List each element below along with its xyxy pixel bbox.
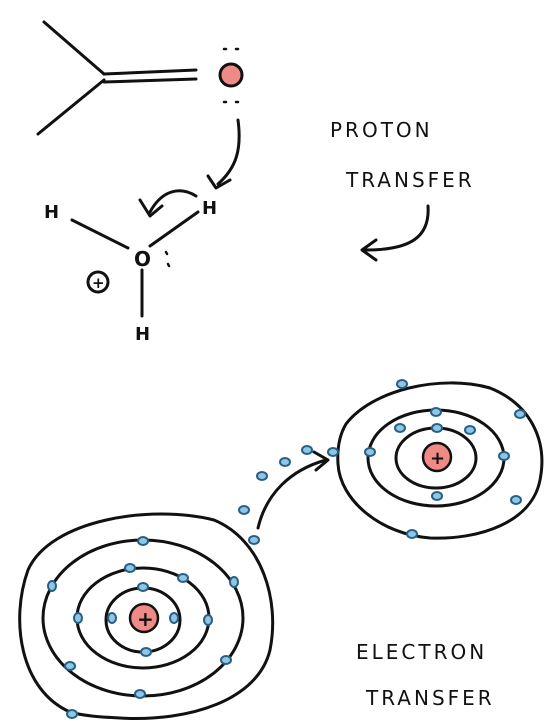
electron: [140, 647, 152, 657]
electron: [301, 445, 313, 455]
anion-lone-pair-atom: [218, 62, 244, 88]
arrowhead-anion-to-h: [206, 174, 232, 190]
large-atom-nucleus: [128, 602, 160, 634]
electron: [238, 505, 250, 515]
electron: [134, 689, 146, 699]
lone-pair-dots-oxygen: [164, 250, 171, 268]
bond-h-left-to-oxygen: [70, 218, 130, 250]
label-pointer-arrow: [364, 204, 430, 252]
electron: [229, 576, 239, 588]
positive-charge-circle: [86, 270, 110, 294]
electron: [137, 582, 149, 592]
electron: [279, 457, 291, 467]
curved-arrow-bond-to-oxygen: [148, 189, 198, 214]
alkene-bond-upper-left: [42, 20, 106, 76]
electron: [406, 529, 418, 539]
electron: [107, 612, 117, 624]
hydrogen-top-left-label: H: [44, 202, 59, 223]
electron-transfer-label-line2: TRANSFER: [366, 686, 495, 710]
alkene-double-bond-bottom: [102, 77, 198, 84]
large-atom-nucleus-charge: +: [137, 607, 154, 631]
electron: [510, 495, 522, 505]
electron-transfer-arrow: [256, 450, 330, 530]
electron: [124, 563, 136, 573]
electron: [177, 573, 189, 583]
electron: [73, 612, 83, 624]
electron: [66, 709, 78, 719]
electron: [396, 379, 408, 389]
electron: [430, 407, 442, 417]
small-atom-orbit-outer: [336, 381, 544, 540]
hydrogen-top-right-label: H: [202, 198, 217, 219]
electron: [464, 425, 476, 435]
large-atom-orbit-outer: [18, 512, 275, 720]
proton-transfer-section: [36, 20, 430, 318]
electron: [203, 614, 213, 626]
label-pointer-arrowhead: [360, 238, 378, 262]
small-atom-nucleus: [421, 441, 453, 473]
electron: [431, 423, 443, 433]
electron: [364, 447, 376, 457]
bond-h-right-to-oxygen: [148, 210, 200, 248]
electrons: [47, 379, 526, 719]
lone-pair-dots-anion: [222, 47, 240, 104]
electron: [327, 447, 339, 457]
curved-arrow-anion-to-h: [216, 118, 241, 186]
electron: [498, 451, 510, 461]
electron: [137, 536, 149, 546]
electron: [514, 409, 526, 419]
alkene-bond-lower-left: [36, 78, 106, 136]
electron: [248, 535, 260, 545]
small-atom-nucleus-charge: +: [430, 448, 445, 469]
electron: [394, 423, 406, 433]
proton-transfer-label-line2: TRANSFER: [346, 168, 475, 192]
electron: [431, 491, 443, 501]
electron: [256, 471, 268, 481]
hydrogen-bottom-label: H: [135, 324, 150, 345]
alkene-double-bond-top: [102, 68, 198, 76]
electron: [169, 612, 179, 624]
arrowhead-bond-to-oxygen: [138, 198, 164, 218]
electron: [220, 655, 232, 665]
oxygen-label: O: [134, 247, 151, 271]
electron-transfer-label-line1: ELECTRON: [356, 640, 488, 664]
electron: [64, 661, 76, 671]
positive-charge-symbol: +: [92, 274, 105, 292]
electron: [47, 580, 57, 592]
proton-transfer-label-line1: PROTON: [330, 118, 433, 142]
